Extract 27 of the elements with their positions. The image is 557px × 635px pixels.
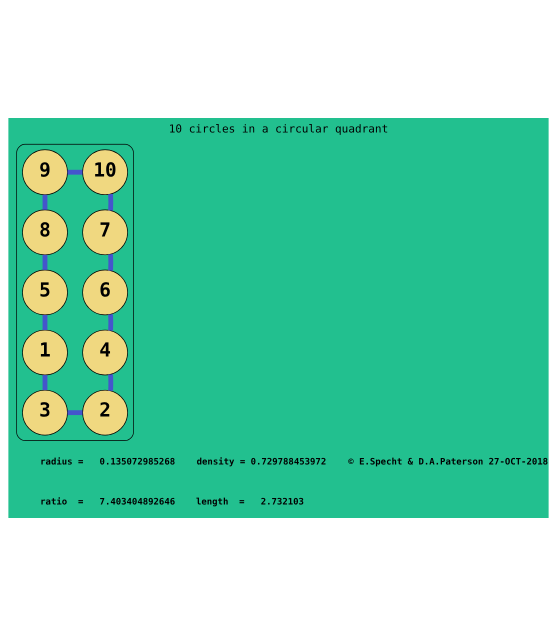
label: ratio = 7.403404892646 — [40, 496, 176, 507]
node-circle: 10 — [82, 148, 128, 195]
node-circle: 1 — [22, 329, 68, 375]
connector — [68, 169, 82, 174]
connector — [42, 254, 48, 270]
node-circle: 2 — [82, 389, 128, 435]
node-circle: 3 — [22, 389, 68, 435]
connector — [42, 194, 48, 210]
label: radius = 0.135072985268 — [40, 456, 176, 467]
connector — [108, 314, 114, 330]
cluster — [16, 143, 134, 440]
connector — [42, 374, 48, 390]
diagram-title: 10 circles in a circular quadrant — [168, 122, 388, 135]
connector — [68, 410, 82, 415]
connector — [108, 374, 114, 390]
label: © E.Specht & D.A.Paterson 27-OCT-2018 — [348, 456, 548, 467]
node-circle: 7 — [82, 209, 128, 255]
label: density = 0.729788453972 — [196, 456, 326, 467]
connector — [108, 194, 114, 210]
node-circle: 5 — [22, 269, 68, 315]
label: length = 2.732103 — [196, 496, 304, 507]
connector — [108, 254, 114, 270]
node-circle: 9 — [22, 148, 68, 195]
node-circle: 8 — [22, 209, 68, 255]
connector — [42, 314, 48, 330]
node-circle: 6 — [82, 269, 128, 315]
node-circle: 4 — [82, 329, 128, 375]
